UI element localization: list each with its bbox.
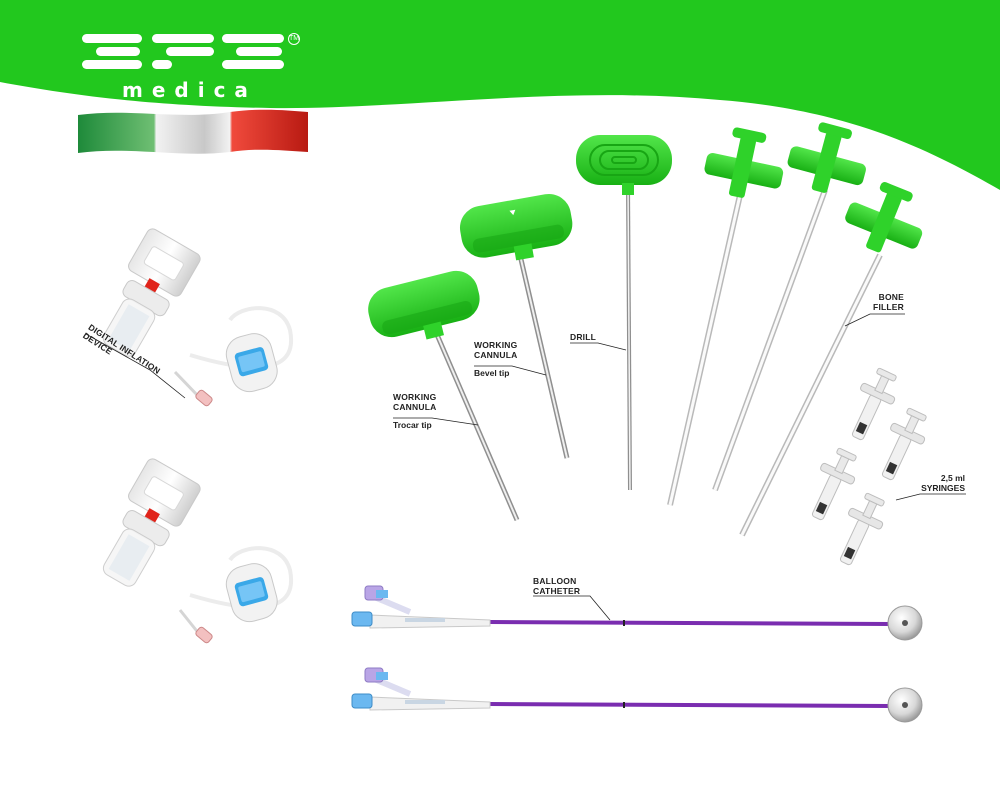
label-drill: DRILL	[570, 332, 597, 342]
working-cannula-bevel-tip	[459, 193, 573, 459]
bone-filler-1	[667, 127, 784, 506]
italian-flag	[78, 109, 308, 154]
syringe-4	[839, 492, 885, 566]
label-working-cannula-trocar: WORKING CANNULA	[393, 392, 437, 412]
brand-name: medica	[122, 78, 257, 102]
syringe-1	[851, 367, 897, 441]
syringe-3	[811, 447, 857, 521]
inflation-device-1	[102, 228, 294, 407]
drill	[576, 135, 672, 491]
balloon-catheter-2	[351, 667, 923, 723]
syringe-2	[881, 407, 927, 481]
leader-lines	[85, 313, 966, 621]
label-syringes: 2,5 ml SYRINGES	[921, 473, 965, 493]
balloon-catheter-1	[351, 585, 923, 641]
label-balloon-catheter: BALLOON CATHETER	[533, 576, 581, 596]
label-working-cannula-bevel: WORKING CANNULA	[474, 340, 518, 360]
bone-filler-2	[712, 122, 866, 492]
bone-filler-3	[739, 182, 923, 537]
trademark-symbol: TM	[288, 33, 300, 45]
brand-logo	[82, 34, 284, 69]
label-bone-filler: BONE FILLER	[873, 292, 904, 312]
label-trocar-tip: Trocar tip	[393, 420, 432, 430]
working-cannula-trocar-tip	[368, 270, 520, 521]
label-bevel-tip: Bevel tip	[474, 368, 510, 378]
inflation-device-2	[102, 458, 294, 644]
